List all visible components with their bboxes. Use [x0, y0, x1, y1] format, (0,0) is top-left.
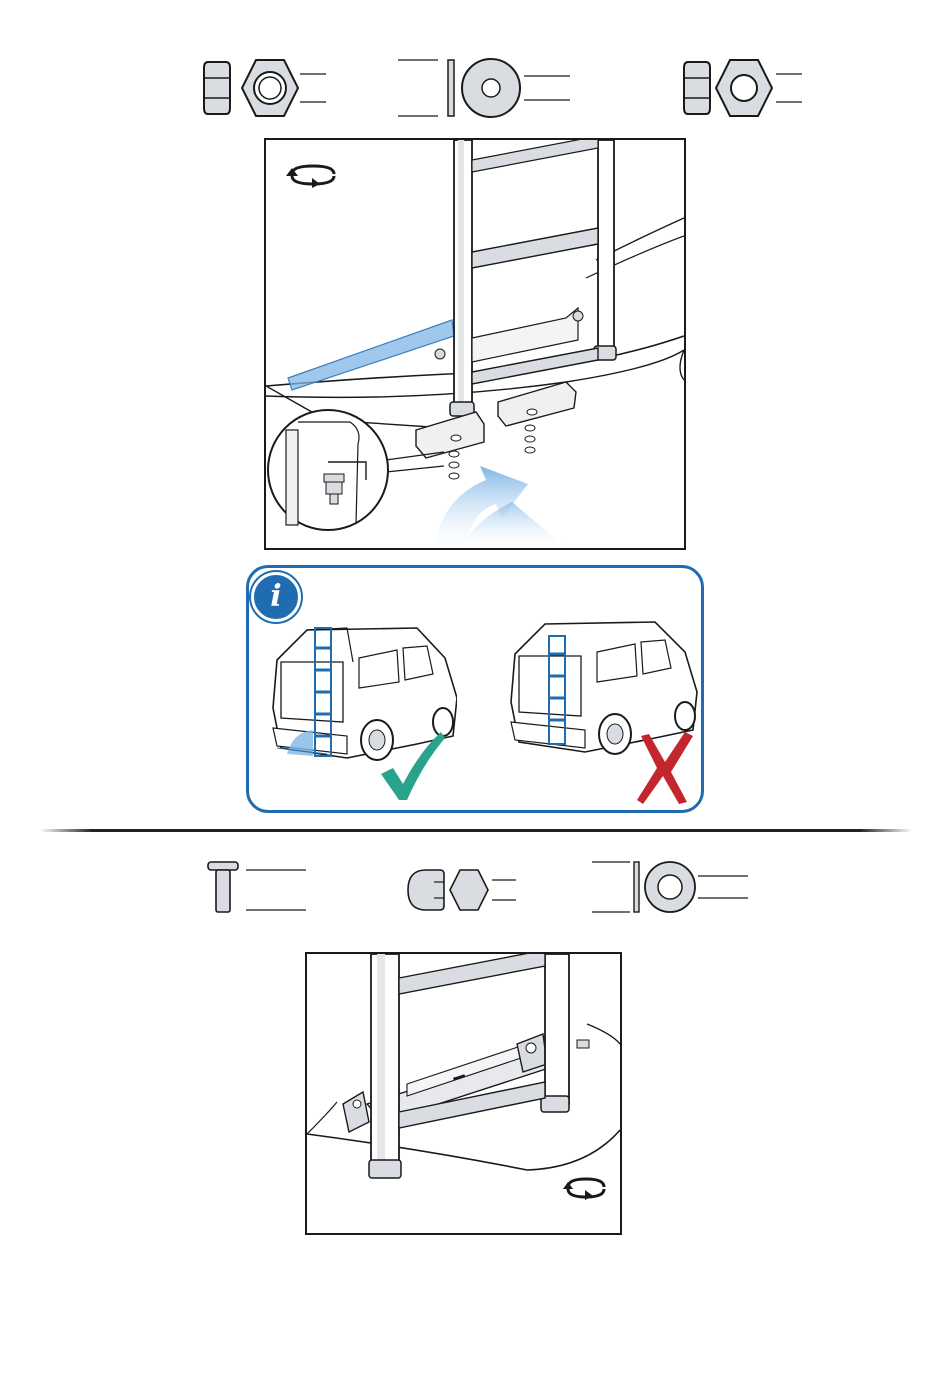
rotate-arrows-icon [286, 162, 340, 188]
hex-nut-icon [680, 58, 810, 120]
bolt-icon [206, 860, 310, 916]
ladder-bracket-drawing [266, 140, 684, 548]
rotate-arrows-icon [563, 1176, 609, 1200]
check-mark-icon [377, 730, 447, 802]
ladder-mounting-illustration-top [264, 138, 686, 550]
washer-icon [592, 860, 750, 916]
cross-mark-icon [635, 732, 695, 804]
washer-icon [398, 58, 573, 120]
cap-nut-icon [406, 866, 518, 914]
info-panel: i [246, 565, 704, 813]
section-divider [40, 829, 912, 832]
info-badge-icon: i [251, 572, 301, 622]
hex-nut-icon [200, 58, 330, 120]
ladder-mounting-illustration-bottom [305, 952, 622, 1235]
